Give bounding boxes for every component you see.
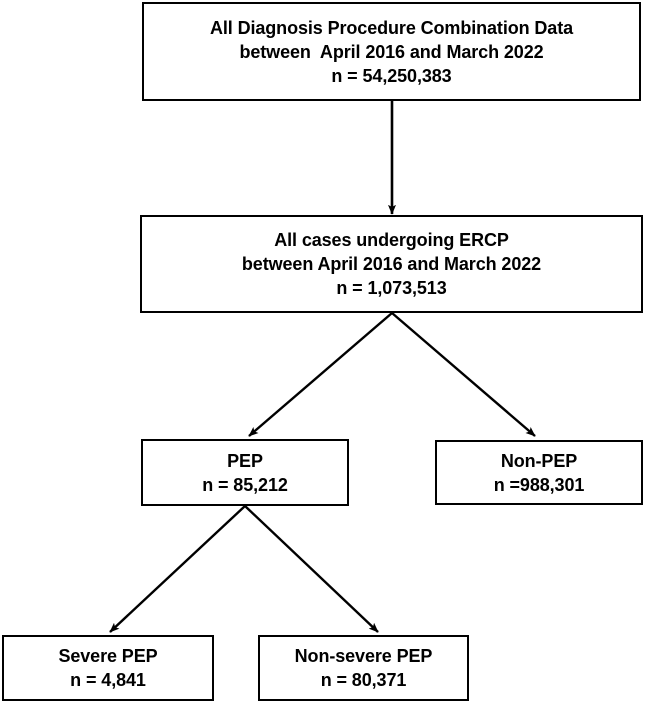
non-severe-pep-label: Non-severe PEP [294, 646, 433, 666]
non-severe-pep-box[interactable]: Non-severe PEP n = 80,371 [258, 635, 469, 701]
all-dpc-data-count: n = 54,250,383 [331, 65, 452, 86]
non-pep-label: Non-PEP [500, 450, 578, 471]
all-ercp-cases-line-1: All cases undergoing ERCP [274, 230, 509, 250]
all-ercp-cases-count: n = 1,073,513 [336, 278, 447, 298]
edge-pep-to-non-severe-pep [244, 505, 379, 633]
all-dpc-data-line-2: between April 2016 and March 2022 [239, 41, 544, 62]
non-severe-pep-count: n = 80,371 [320, 670, 407, 690]
edge-ercp-to-pep [248, 312, 393, 437]
all-dpc-data-line-1: All Diagnosis Procedure Combination Data [209, 17, 574, 38]
pep-count: n = 85,212 [202, 474, 288, 495]
non-pep-box[interactable]: Non-PEP n =988,301 [435, 440, 643, 505]
severe-pep-label: Severe PEP [58, 646, 158, 666]
pep-label: PEP [227, 450, 263, 471]
all-ercp-cases-box[interactable]: All cases undergoing ERCP between April … [140, 215, 643, 313]
severe-pep-count: n = 4,841 [70, 670, 146, 690]
all-dpc-data-box[interactable]: All Diagnosis Procedure Combination Data… [142, 2, 641, 101]
non-pep-count: n =988,301 [493, 474, 585, 495]
severe-pep-box[interactable]: Severe PEP n = 4,841 [2, 635, 214, 701]
edge-pep-to-severe-pep [109, 505, 246, 633]
all-ercp-cases-line-2: between April 2016 and March 2022 [241, 254, 542, 274]
pep-box[interactable]: PEP n = 85,212 [141, 439, 349, 506]
edge-ercp-to-non-pep [391, 312, 536, 437]
